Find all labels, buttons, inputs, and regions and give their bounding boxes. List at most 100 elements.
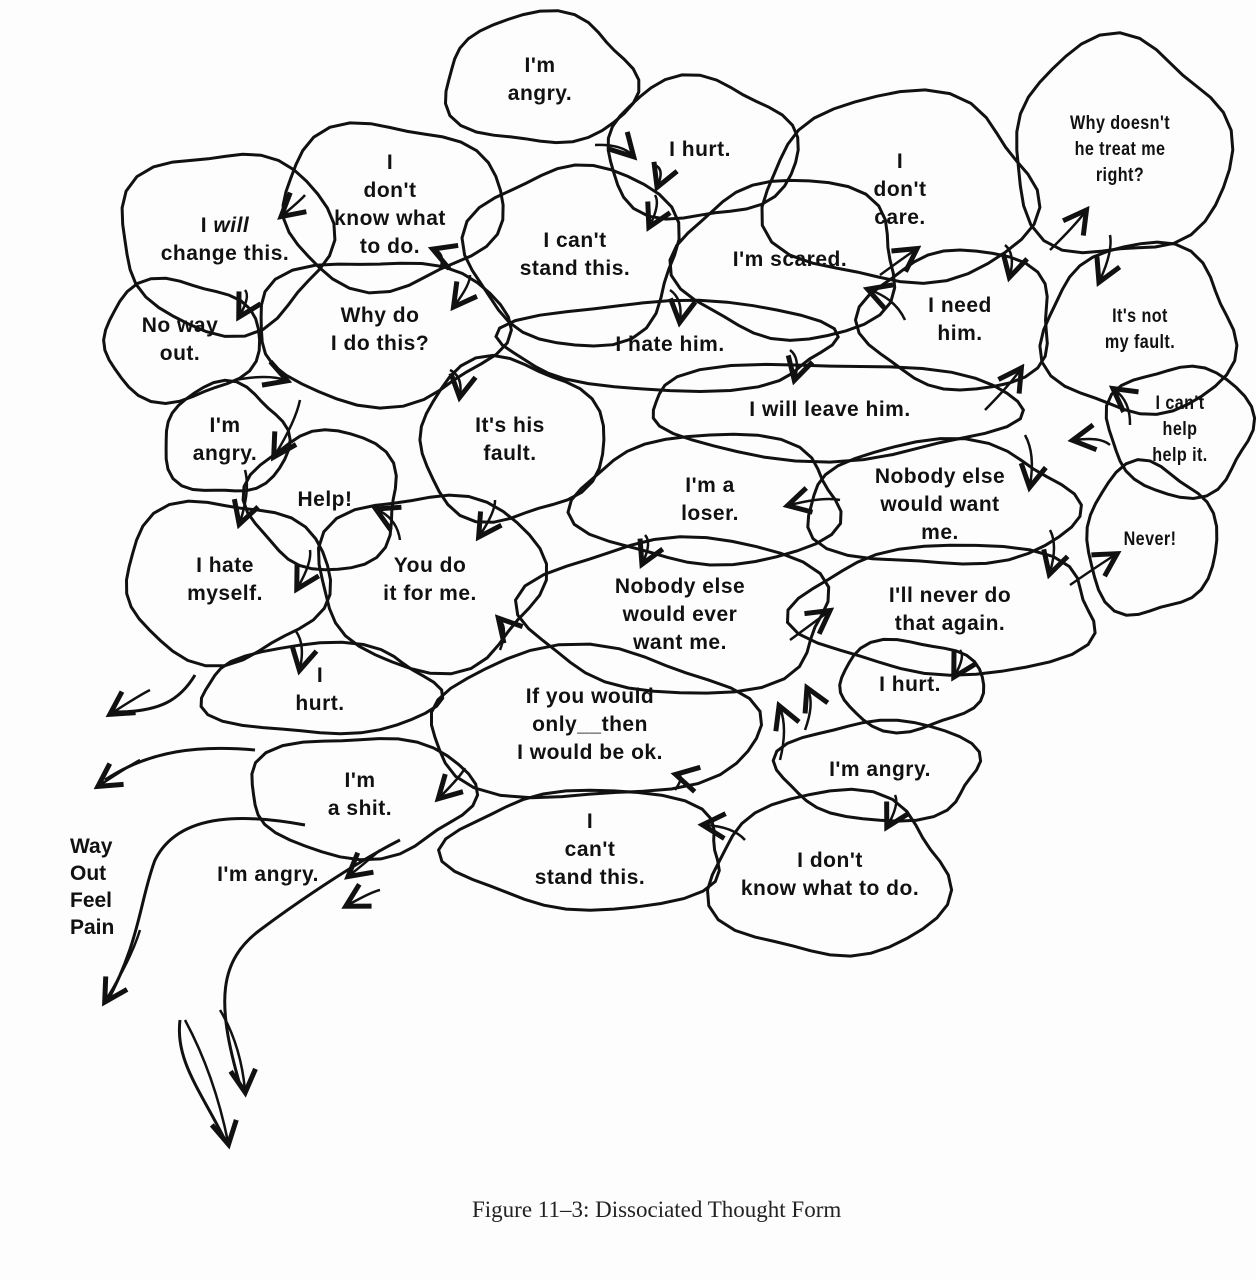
- arrow-icon: [1025, 434, 1032, 485]
- thought-stone: Nobody else would ever want me.: [614, 575, 746, 654]
- stone-outline: [566, 432, 843, 567]
- stone-outline: [460, 163, 681, 348]
- arrow-icon: [1050, 529, 1054, 572]
- stone-outline: [760, 88, 1042, 285]
- thought-stone: Why do I do this?: [330, 304, 430, 355]
- arrow-icon: [650, 194, 657, 225]
- thought-stone: If you would only__then I would be ok.: [517, 685, 663, 764]
- arrow-icon: [440, 767, 467, 797]
- arrow-icon: [275, 399, 302, 455]
- arrow-icon: [240, 289, 247, 315]
- arrow-icon: [234, 377, 285, 380]
- thought-stone: I'm angry.: [507, 54, 573, 105]
- arrow-icon: [1075, 439, 1111, 445]
- thought-stone: It's not my fault.: [1104, 306, 1176, 353]
- thought-stone: I'm a shit.: [327, 769, 393, 820]
- escape-path-line: [177, 1019, 227, 1141]
- thought-stone: I hate him.: [615, 333, 725, 356]
- arrow-icon: [450, 368, 461, 395]
- stone-outline: [164, 378, 292, 493]
- thought-stone: I don't care.: [873, 150, 927, 229]
- stone-outline: [494, 298, 840, 394]
- arrow-icon: [790, 349, 797, 378]
- thought-stone: It's his fault.: [475, 414, 545, 465]
- stone-outline: [668, 178, 897, 342]
- thought-stone: I hurt.: [669, 138, 731, 161]
- stone-outline: [199, 640, 445, 736]
- arrow-icon: [298, 549, 310, 587]
- escape-path-line: [223, 838, 401, 1086]
- stone-outline: [1085, 458, 1219, 617]
- arrow-icon: [790, 499, 841, 505]
- thought-stone: No way out.: [141, 314, 219, 365]
- arrow-icon: [670, 288, 681, 320]
- arrow-icon: [295, 629, 302, 668]
- stone-outline: [705, 787, 954, 958]
- arrow-icon: [1100, 234, 1111, 280]
- arrow-icon: [455, 274, 470, 305]
- arrow-icon: [955, 649, 962, 675]
- stone-outline: [838, 637, 986, 735]
- arrow-icon: [435, 250, 442, 270]
- thought-stone: I'll never do that again.: [888, 584, 1012, 635]
- arrow-icon: [1005, 244, 1012, 275]
- thought-stone: I can't stand this.: [534, 810, 646, 889]
- stone-outline: [1104, 364, 1256, 501]
- thought-stone: Why doesn't he treat me right?: [1069, 113, 1171, 186]
- arrow-icon: [789, 612, 828, 642]
- arrow-icon: [1115, 390, 1130, 426]
- thought-stone: I can't help help it.: [1152, 393, 1208, 466]
- thought-stone: I will change this.: [161, 212, 290, 268]
- thought-stone: I hate myself.: [187, 554, 263, 605]
- stone-outline: [124, 499, 333, 668]
- loose-thought-im-angry: I'm angry.: [217, 863, 319, 886]
- arrow-icon: [283, 195, 305, 215]
- figure-caption: Figure 11–3: Dissociated Thought Form: [472, 1197, 842, 1222]
- arrow-icon: [655, 165, 661, 185]
- escape-path-line: [104, 746, 256, 782]
- stone-outline: [250, 737, 480, 862]
- escape-path-line: [106, 816, 306, 1001]
- stone-outline: [785, 543, 1097, 677]
- arrow-icon: [1049, 212, 1085, 251]
- arrow-icon: [675, 775, 681, 790]
- stone-outline: [651, 362, 1026, 464]
- thought-text: will: [213, 214, 250, 237]
- stone-outline: [606, 73, 800, 221]
- arrow-icon: [480, 499, 495, 535]
- thought-stone: I need him.: [928, 294, 992, 345]
- thought-stone: I'm scared.: [732, 248, 848, 271]
- thought-text: change this.: [160, 242, 290, 265]
- thought-stone: I hurt.: [879, 673, 941, 696]
- arrow-icon: [183, 1019, 228, 1142]
- thought-stone: I can't stand this.: [519, 229, 631, 280]
- thought-stone: I'm a loser.: [681, 474, 739, 525]
- stone-outline: [418, 353, 606, 524]
- arrow-icon: [805, 690, 811, 731]
- arrow-icon: [348, 890, 381, 905]
- stone-outline: [102, 276, 262, 406]
- stone-outline: [436, 788, 721, 912]
- thought-stone: I don't know what to do.: [740, 849, 920, 900]
- stone-outline: [316, 493, 549, 676]
- arrow-icon: [984, 370, 1020, 411]
- escape-path-line: [114, 674, 197, 714]
- stone-outline: [1038, 240, 1239, 416]
- way-out-feel-pain-label: Way Out Feel Pain: [70, 835, 115, 939]
- thought-stone: Help!: [297, 488, 353, 511]
- thought-stone: I hurt.: [295, 664, 345, 715]
- arrow-icon: [643, 534, 648, 562]
- arrow-icon: [500, 620, 504, 651]
- thought-text: I: [200, 214, 214, 237]
- thought-stone: I'm angry.: [829, 758, 931, 781]
- arrow-icon: [112, 688, 151, 713]
- thought-stone: You do it for me.: [383, 554, 477, 605]
- arrow-icon: [780, 708, 784, 761]
- arrow-icon: [378, 510, 400, 541]
- arrow-icon: [594, 145, 632, 155]
- thought-stone: I'm angry.: [192, 414, 258, 465]
- arrow-icon: [870, 290, 907, 321]
- arrow-icon: [240, 469, 247, 522]
